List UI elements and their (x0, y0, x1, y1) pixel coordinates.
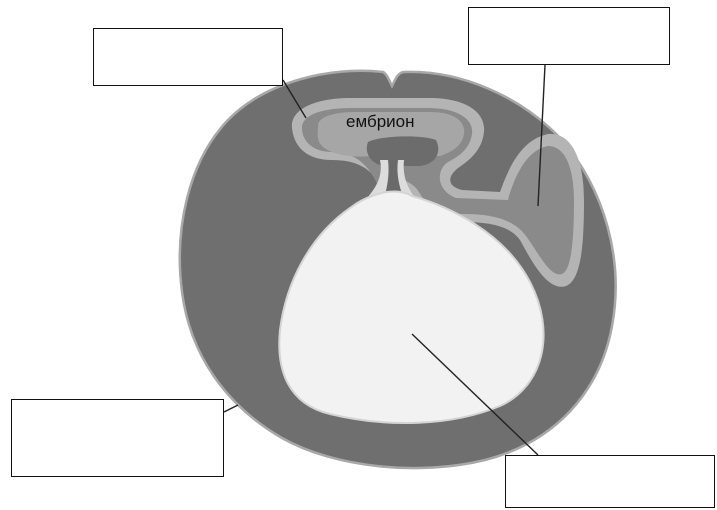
label-box-top-left[interactable] (93, 28, 283, 86)
label-box-bottom-right[interactable] (505, 455, 715, 508)
label-box-top-right[interactable] (468, 7, 670, 65)
embryo-label: ембрион (346, 112, 414, 131)
leader-line-bottom-left (224, 405, 238, 412)
label-box-bottom-left[interactable] (11, 399, 224, 477)
